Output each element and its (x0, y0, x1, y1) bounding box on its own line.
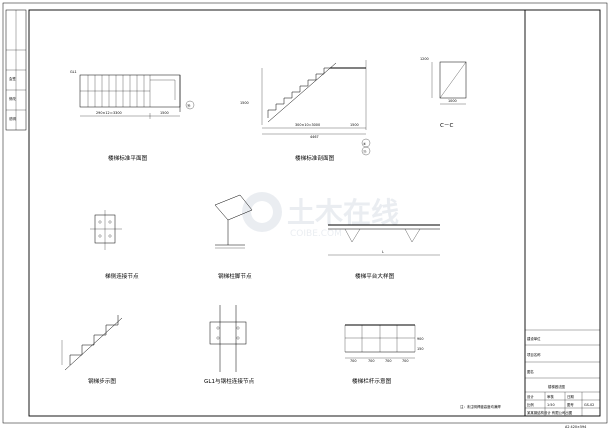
cc-h: 1200 (420, 57, 429, 61)
left-strip: 修改 会签 说明 (5, 9, 27, 131)
section-dim-a: 300×10=3000 (295, 123, 320, 127)
tb-company: 某某钢结构设计 有限公司出图 (527, 410, 573, 415)
strip-label-2: 会签 (9, 76, 16, 81)
outer-border (2, 2, 608, 424)
joint-side: 梯侧连接节点 (90, 210, 139, 280)
platform-len: L (382, 250, 384, 254)
section-h: 1500 (240, 101, 249, 105)
stair-section: 300×10=3000 1500 4467 1500 ④ ⑪ 楼梯标准剖面图 (240, 60, 371, 162)
inner-border (28, 9, 601, 417)
section-dim-b: 1500 (350, 123, 359, 127)
tb-scale-label: 比例 (527, 402, 534, 407)
railing-h-1: 900 (417, 337, 423, 341)
title-section: 楼梯标准剖面图 (295, 154, 335, 162)
tb-scale: 1:50 (547, 403, 555, 407)
tb-date-label: 日期 (567, 394, 574, 399)
railing-dim-2: 700 (368, 359, 374, 363)
title-tread: 钢梯步示图 (88, 377, 116, 385)
title-cc: C－C (440, 123, 453, 129)
tb-no-label: 图号 (567, 402, 574, 407)
title-gl1-joint: GL1与钢柱连接节点 (204, 377, 255, 385)
title-railing: 楼梯栏杆示意图 (352, 377, 392, 385)
tb-owner: 建设单位 (527, 336, 541, 341)
gl1-joint: GL1与钢柱连接节点 (204, 305, 255, 385)
plan-axis: ⑲ (187, 103, 191, 108)
section-dim-total: 4467 (310, 135, 319, 139)
stair-plan: 290×12＝3300 1500 GL1 ⑲ 楼梯标准平面图 (70, 70, 195, 162)
section-axis-a: ④ (363, 142, 366, 146)
tb-no: GS-02 (584, 403, 594, 407)
railing-dim-3: 700 (385, 359, 391, 363)
tb-design: 设计 (527, 394, 534, 399)
tb-drawing-name-label: 图名 (527, 369, 534, 374)
tb-drawing-name: 楼梯做法图 (548, 384, 566, 389)
railing-detail: 700 700 700 700 900 150 楼梯栏杆示意图 (344, 324, 423, 385)
railing-dim-4: 700 (402, 359, 408, 363)
title-joint-side: 梯侧连接节点 (105, 272, 139, 280)
strip-label-1: 修改 (9, 96, 16, 101)
section-cc: 1200 1000 C－C (420, 57, 467, 129)
platform-detail: L 楼梯平台大样图 (328, 224, 440, 280)
title-block: 建设单位 项目名称 图名 楼梯做法图 设计 审核 日期 比例 1:50 图号 G… (524, 10, 600, 429)
tb-project: 项目名称 (527, 352, 541, 357)
tb-check: 审核 (547, 394, 554, 399)
sheet-size: A2 420×594 (565, 425, 586, 429)
note: 注：未注明焊缝高度均满焊 (460, 404, 501, 409)
plan-gl1: GL1 (70, 70, 77, 74)
cc-w: 1000 (448, 99, 457, 103)
railing-h-2: 150 (417, 347, 423, 351)
tread-detail: 钢梯步示图 (61, 315, 123, 385)
joint-foot: 钢梯柱脚节点 (214, 194, 253, 280)
railing-dim-1: 700 (350, 359, 356, 363)
strip-label-3: 说明 (9, 116, 16, 121)
title-joint-foot: 钢梯柱脚节点 (218, 272, 252, 280)
plan-dim-b: 1500 (160, 111, 169, 115)
title-platform: 楼梯平台大样图 (355, 272, 395, 280)
watermark-sub: COIBE.COM (290, 229, 342, 239)
plan-dim-a: 290×12＝3300 (96, 111, 122, 115)
section-axis-b: ⑪ (363, 149, 367, 154)
title-plan: 楼梯标准平面图 (108, 154, 148, 162)
watermark-text: 土木在线 (287, 196, 399, 229)
watermark: 土木在线 COIBE.COM (242, 192, 399, 239)
